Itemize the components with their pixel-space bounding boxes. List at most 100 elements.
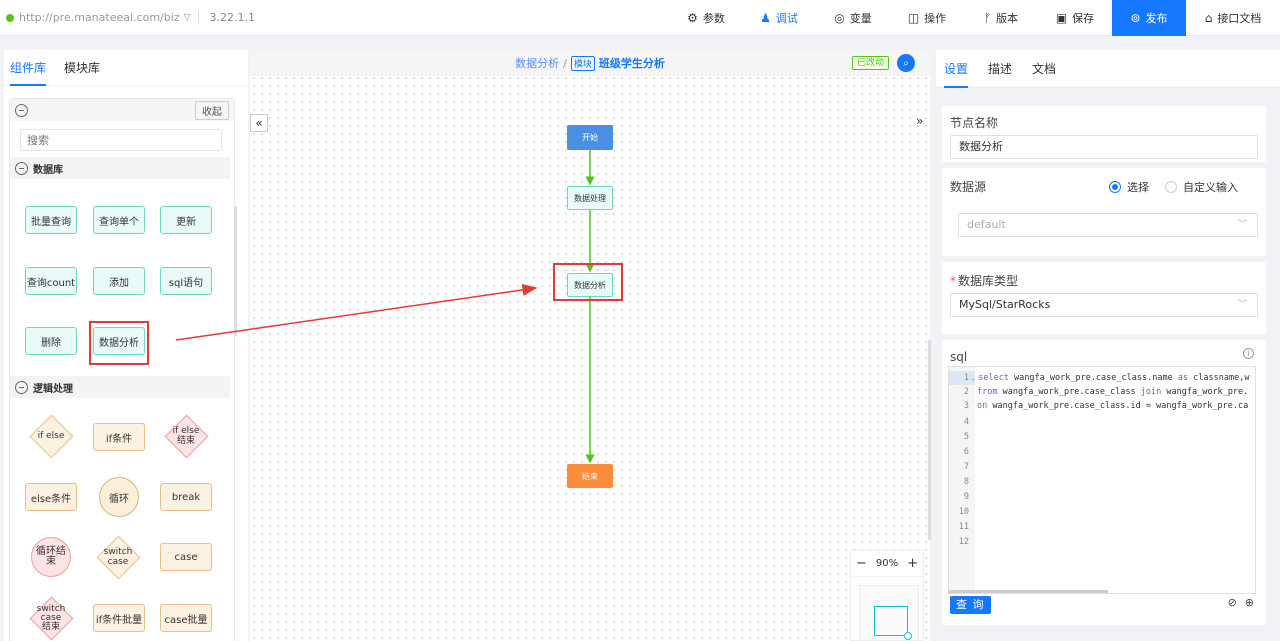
component-case-batch[interactable]: case批量 (160, 604, 212, 632)
component-label: switch case 结束 (36, 603, 66, 632)
tab-components[interactable]: 组件库 (10, 50, 47, 86)
menu-publish[interactable]: ⊚ 发布 (1112, 0, 1186, 36)
node-name-input[interactable]: 数据分析 (950, 135, 1258, 159)
search-icon[interactable]: ⌕ (897, 54, 915, 72)
debug-icon: ♟ (760, 11, 771, 25)
component-else-condition[interactable]: else条件 (25, 483, 77, 511)
library-header: 收起 (10, 99, 234, 121)
code-line: 8 (963, 477, 969, 487)
component-if-batch[interactable]: if条件批量 (93, 604, 145, 632)
branch-icon: ᚠ (983, 11, 992, 25)
radio-select-label[interactable]: 选择 (1127, 180, 1149, 194)
menu-label: 发布 (1145, 12, 1168, 25)
component-label: if else (37, 431, 65, 441)
section-logic[interactable]: 逻辑处理 (10, 376, 230, 398)
radio-custom-label[interactable]: 自定义输入 (1183, 180, 1238, 194)
collapse-circle-icon[interactable] (15, 103, 28, 117)
library-tabs: 组件库 模块库 (4, 50, 248, 86)
db-type-value: MySql/StarRocks (959, 298, 1051, 311)
canvas-scrollbar[interactable] (928, 340, 931, 540)
tab-settings[interactable]: 设置 (944, 50, 969, 88)
tab-description[interactable]: 描述 (988, 61, 1013, 76)
check-circle-icon[interactable]: ⊘ (1227, 596, 1237, 609)
chevron-down-icon[interactable]: ▽ (183, 12, 191, 23)
node-data-process[interactable]: 数据处理 (567, 186, 613, 210)
component-switch-case-end[interactable]: switch case 结束 (29, 596, 74, 641)
component-delete[interactable]: 删除 (25, 327, 77, 355)
component-query-single[interactable]: 查询单个 (93, 206, 145, 234)
code-line: 5 (963, 432, 969, 442)
component-if-else[interactable]: if else (29, 414, 74, 459)
component-loop[interactable]: 循环 (99, 477, 139, 517)
breadcrumb-parent[interactable]: 数据分析 (515, 57, 560, 70)
expand-left-button[interactable]: « (250, 114, 268, 132)
component-loop-end[interactable]: 循环结 束 (31, 537, 71, 577)
zoom-in-icon[interactable]: ⊕ (1244, 596, 1254, 609)
component-break[interactable]: break (160, 483, 212, 511)
component-add[interactable]: 添加 (93, 267, 145, 295)
collapse-circle-icon (15, 161, 28, 175)
code-line: 10 (958, 507, 969, 517)
tab-modules[interactable]: 模块库 (64, 60, 101, 75)
section-database[interactable]: 数据库 (10, 157, 230, 179)
component-batch-query[interactable]: 批量查询 (25, 206, 77, 234)
zoom-in-button[interactable]: + (907, 556, 918, 571)
editor-gutter (949, 367, 975, 593)
code-line: 4 (963, 417, 969, 427)
minimap-handle[interactable] (904, 632, 912, 640)
datasource-select[interactable]: default ﹀ (958, 213, 1258, 237)
top-left: http://pre.manateeai.com/biz ▽ 3.22.1.1 (0, 0, 255, 35)
datasource-row: 数据源 选择 自定义输入 (950, 178, 1258, 195)
node-data-analysis[interactable]: 数据分析 (567, 273, 613, 297)
minimap[interactable] (859, 585, 919, 641)
db-type-select[interactable]: MySql/StarRocks ﹀ (950, 293, 1258, 317)
sql-editor[interactable]: 1⌄select wangfa_work_pre.case_class.name… (948, 366, 1256, 594)
component-case[interactable]: case (160, 543, 212, 571)
menu-versions[interactable]: ᚠ 版本 (964, 0, 1038, 36)
node-start[interactable]: 开始 (567, 125, 613, 150)
component-if-condition[interactable]: if条件 (93, 423, 145, 451)
menu-operations[interactable]: ◫ 操作 (890, 0, 964, 36)
menu-save[interactable]: ▣ 保存 (1038, 0, 1112, 36)
info-icon[interactable]: i (1243, 348, 1254, 359)
radio-custom[interactable] (1165, 180, 1177, 193)
component-query-count[interactable]: 查询count (25, 267, 77, 295)
fold-icon[interactable]: ⌄ (971, 374, 976, 382)
component-data-analysis[interactable]: 数据分析 (93, 327, 145, 355)
flow-canvas[interactable]: 数据分析 / 模块 班级学生分析 已改动 ⌕ « » 开始 数据处理 数据分析 … (250, 50, 931, 641)
db-type-label-row: *数据库类型 (950, 272, 1258, 289)
tab-docs[interactable]: 文档 (1032, 61, 1057, 76)
active-line-highlight (949, 371, 975, 385)
required-asterisk: * (950, 274, 956, 288)
menu-api-docs[interactable]: ⌂ 接口文档 (1186, 0, 1280, 36)
library-scrollbar[interactable] (234, 206, 237, 336)
zoom-level: 90% (875, 558, 899, 569)
module-tag: 模块 (570, 55, 595, 71)
card-db-type: *数据库类型 MySql/StarRocks ﹀ (942, 262, 1266, 334)
collapse-button[interactable]: 收起 (195, 100, 229, 120)
annotation-highlight-box (89, 321, 149, 365)
node-end[interactable]: 结束 (567, 464, 613, 488)
menu-label: 变量 (849, 12, 872, 25)
card-sql: sql i 1⌄select wangfa_work_pre.case_clas… (942, 340, 1266, 625)
component-search-input[interactable] (20, 129, 222, 151)
datasource-value: default (967, 218, 1006, 231)
version-label: 3.22.1.1 (209, 11, 255, 24)
component-switch-case[interactable]: switch case (96, 535, 141, 580)
menu-debug[interactable]: ♟ 调试 (742, 0, 816, 36)
environment-url[interactable]: http://pre.manateeai.com/biz (19, 11, 180, 24)
component-sql[interactable]: sql语句 (160, 267, 212, 295)
zoom-out-button[interactable]: − (856, 556, 867, 571)
expand-right-button[interactable]: » (916, 114, 924, 128)
radio-select[interactable] (1109, 180, 1121, 193)
minimap-viewport[interactable] (874, 606, 912, 640)
menu-params[interactable]: ⚙ 参数 (670, 0, 742, 36)
menu-variables[interactable]: ◎ 变量 (816, 0, 890, 36)
component-update[interactable]: 更新 (160, 206, 212, 234)
card-datasource: 数据源 选择 自定义输入 default ﹀ (942, 168, 1266, 256)
code-line: 11 (958, 522, 969, 532)
editor-hscrollbar[interactable] (948, 590, 1108, 593)
component-if-else-end[interactable]: if else 结束 (164, 414, 209, 459)
code-line: 6 (963, 447, 969, 457)
query-button[interactable]: 查 询 (950, 596, 991, 614)
